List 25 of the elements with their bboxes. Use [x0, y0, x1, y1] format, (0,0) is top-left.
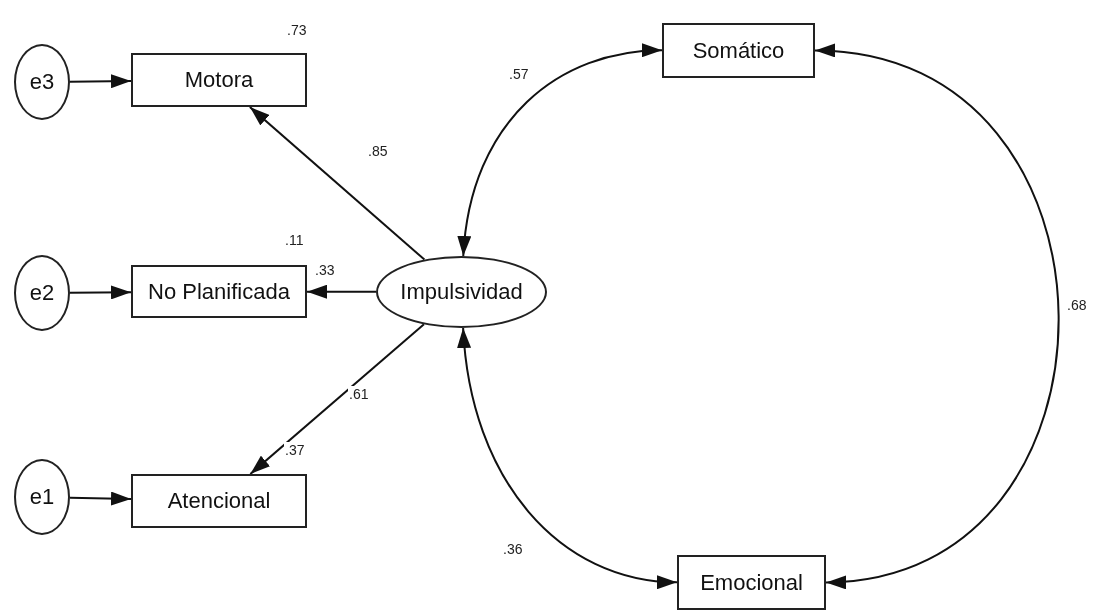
latent-ellipse: e2 [14, 255, 70, 331]
observed-variable-box: Atencional [131, 474, 307, 528]
covariance-arrow [458, 327, 678, 588]
observed-variable-box: Somático [662, 23, 815, 78]
path-arrow [69, 74, 132, 89]
r-squared-value: .11 [284, 232, 305, 248]
r-squared-value: .73 [286, 22, 308, 38]
latent-ellipse: e3 [14, 44, 70, 120]
edge-label: .36 [502, 541, 524, 557]
latent-ellipse: Impulsividad [376, 256, 547, 328]
edge-label: .33 [314, 262, 336, 278]
edge-label: .57 [508, 66, 530, 82]
r-squared-value: .37 [284, 442, 306, 458]
edge-label: .85 [367, 143, 389, 159]
observed-variable-box: Emocional [677, 555, 826, 610]
edge-label: .68 [1066, 297, 1088, 313]
path-arrow [306, 284, 377, 299]
latent-ellipse: e1 [14, 459, 70, 535]
covariance-arrow [814, 46, 1060, 587]
path-arrow [69, 491, 132, 506]
edge-label: .61 [348, 386, 370, 402]
observed-variable-box: No Planificada [131, 265, 307, 318]
path-arrow [69, 285, 132, 300]
observed-variable-box: Motora [131, 53, 307, 107]
covariance-arrow [458, 44, 663, 257]
